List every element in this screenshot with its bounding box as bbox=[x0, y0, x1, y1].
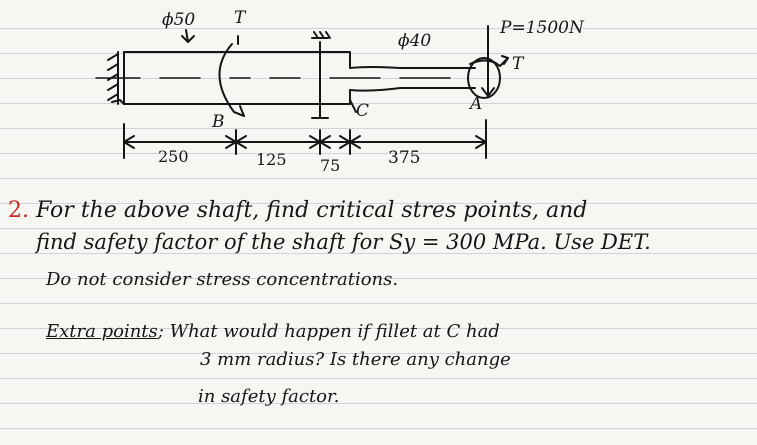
dimension-125: 125 bbox=[256, 150, 287, 169]
torque-left-label: T bbox=[234, 8, 246, 28]
extra-points-label: Extra points bbox=[46, 321, 158, 342]
problem-line-1: 2. For the above shaft, find critical st… bbox=[8, 200, 587, 222]
problem-line-3: Do not consider stress concentrations. bbox=[46, 269, 399, 290]
shaft-large-section bbox=[123, 51, 351, 105]
load-label: P=1500N bbox=[500, 18, 584, 38]
problem-line-4: Extra points; What would happen if fille… bbox=[46, 323, 500, 341]
dimension-250: 250 bbox=[158, 147, 189, 166]
problem-line-4-text: What would happen if fillet at C had bbox=[169, 321, 500, 342]
shaft-diagram bbox=[95, 25, 509, 159]
dimension-375: 375 bbox=[388, 148, 421, 168]
right-torque-arrow bbox=[469, 57, 509, 67]
point-a-label: A bbox=[470, 94, 483, 114]
dia-right-label: ϕ40 bbox=[398, 31, 432, 51]
problem-line-5: 3 mm radius? Is there any change bbox=[200, 349, 511, 370]
point-b-label: B bbox=[212, 112, 225, 132]
dia-left-label: ϕ50 bbox=[162, 10, 196, 30]
dimension-75: 75 bbox=[320, 156, 341, 175]
shaft-small-section bbox=[349, 66, 476, 92]
problem-number: 2. bbox=[8, 198, 29, 223]
right-bearing bbox=[467, 57, 501, 99]
problem-line-6: in safety factor. bbox=[198, 386, 340, 407]
torque-right-label: T bbox=[512, 54, 524, 74]
extra-points-colon: ; bbox=[157, 321, 164, 342]
problem-line-2: find safety factor of the shaft for Sy =… bbox=[36, 230, 651, 254]
point-c-label: C bbox=[356, 101, 370, 121]
problem-line-1-text: For the above shaft, find critical stres… bbox=[36, 198, 588, 223]
